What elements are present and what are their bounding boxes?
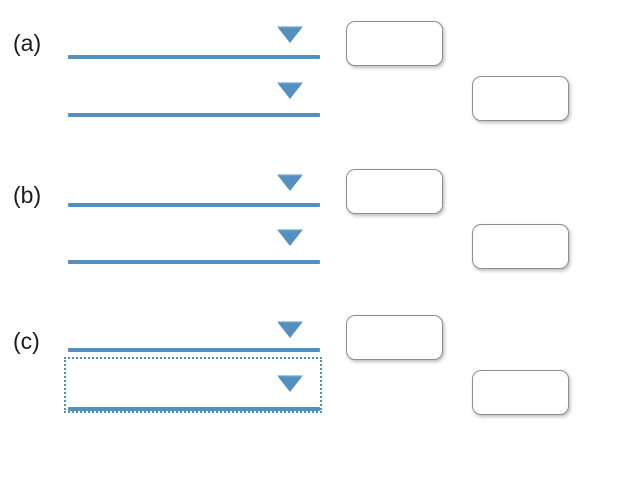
triangle-down-icon[interactable] — [276, 25, 304, 44]
callout-box[interactable] — [472, 76, 569, 121]
callout-box[interactable] — [346, 21, 443, 66]
panel-label: (c) — [13, 328, 40, 354]
callout-box[interactable] — [346, 169, 443, 214]
callout-box[interactable] — [472, 370, 569, 415]
horizontal-line[interactable] — [68, 55, 320, 59]
triangle-down-icon[interactable] — [276, 173, 304, 192]
selection-rectangle[interactable] — [64, 357, 322, 413]
triangle-down-icon[interactable] — [276, 374, 304, 393]
panel-label: (a) — [13, 30, 42, 56]
triangle-down-icon[interactable] — [276, 81, 304, 100]
horizontal-line[interactable] — [68, 203, 320, 207]
triangle-down-icon[interactable] — [276, 320, 304, 339]
callout-box[interactable] — [472, 224, 569, 269]
horizontal-line[interactable] — [68, 407, 320, 411]
horizontal-line[interactable] — [68, 260, 320, 264]
callout-box[interactable] — [346, 315, 443, 360]
triangle-down-icon[interactable] — [276, 228, 304, 247]
horizontal-line[interactable] — [68, 348, 320, 352]
panel-label: (b) — [13, 182, 42, 208]
horizontal-line[interactable] — [68, 113, 320, 117]
